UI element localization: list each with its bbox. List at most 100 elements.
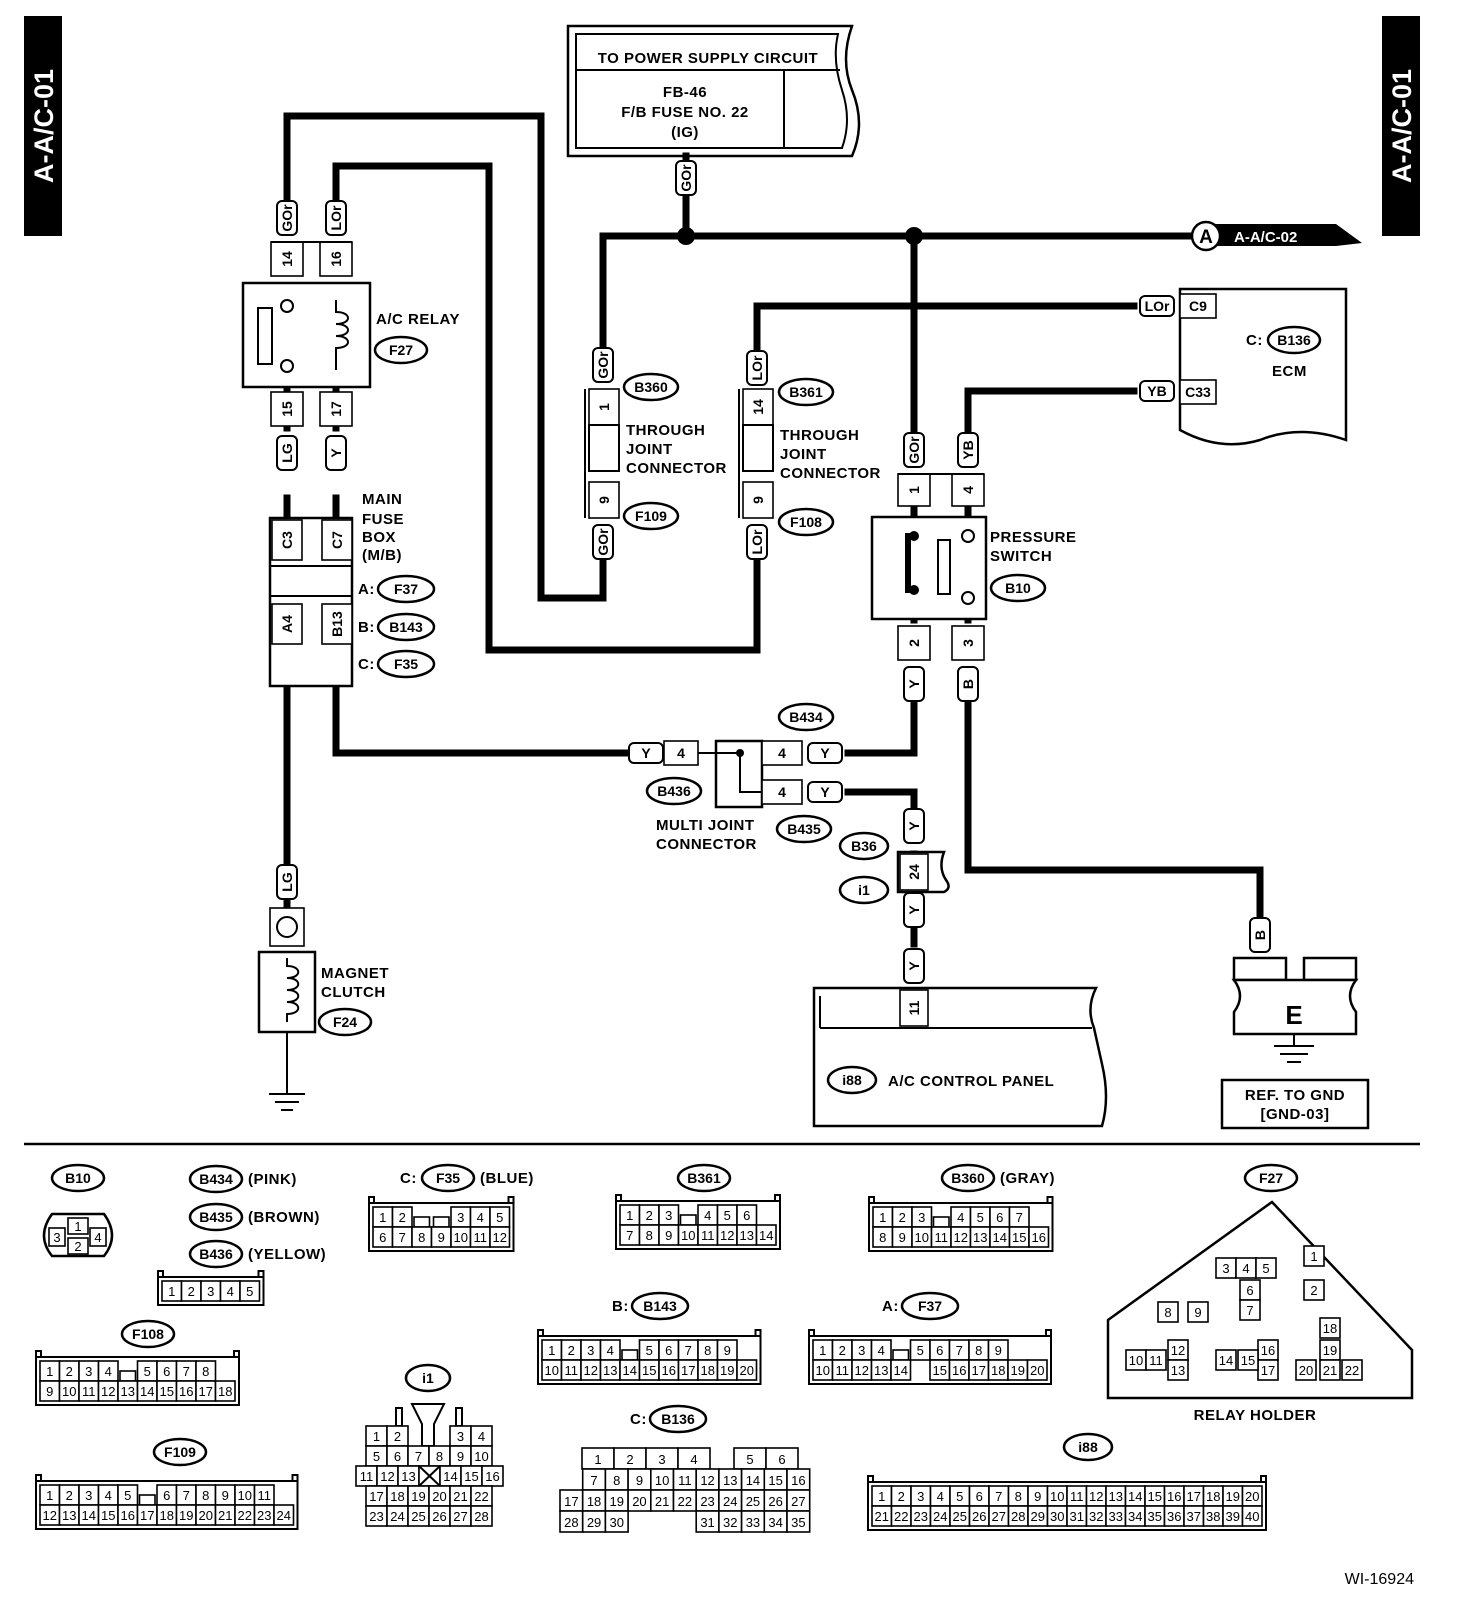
wire-tag-y-mj-left: Y	[641, 745, 651, 761]
svg-text:26: 26	[432, 1509, 446, 1524]
svg-text:15: 15	[1241, 1353, 1255, 1368]
svg-text:8: 8	[202, 1364, 209, 1379]
legend-b434-color: (PINK)	[248, 1171, 297, 1188]
svg-text:9: 9	[1034, 1489, 1041, 1504]
svg-text:35: 35	[1148, 1509, 1162, 1524]
svg-text:22: 22	[238, 1508, 252, 1523]
svg-text:6: 6	[743, 1208, 750, 1223]
svg-text:2: 2	[394, 1429, 401, 1444]
svg-text:5: 5	[373, 1449, 380, 1464]
b361-id: B361	[789, 384, 823, 400]
through-joint-b361: 14 9 B361 THROUGH JOINT CONNECTOR F108	[738, 377, 880, 537]
legend-b436-color: (YELLOW)	[248, 1246, 326, 1263]
wire-tag-lg-clutch: LG	[279, 872, 295, 892]
svg-text:5: 5	[746, 1452, 753, 1467]
svg-text:1: 1	[879, 1210, 886, 1225]
svg-text:20: 20	[632, 1494, 646, 1509]
svg-text:1: 1	[74, 1219, 81, 1234]
svg-text:17: 17	[140, 1508, 154, 1523]
svg-text:17: 17	[199, 1384, 213, 1399]
svg-text:34: 34	[768, 1515, 782, 1530]
legend-f108-id: F108	[132, 1326, 164, 1342]
svg-text:4: 4	[105, 1364, 112, 1379]
wire-tag-gor-f109: GOr	[595, 528, 611, 556]
svg-text:4: 4	[937, 1489, 944, 1504]
svg-text:13: 13	[1109, 1489, 1123, 1504]
pswitch-pin-3: 3	[960, 639, 976, 647]
wire-tag-gor-relay: GOr	[279, 204, 295, 232]
svg-text:1: 1	[168, 1284, 175, 1299]
svg-text:29: 29	[587, 1515, 601, 1530]
svg-text:16: 16	[179, 1384, 193, 1399]
svg-text:8: 8	[202, 1488, 209, 1503]
svg-text:17: 17	[681, 1363, 695, 1378]
svg-text:7: 7	[1016, 1210, 1023, 1225]
svg-text:25: 25	[746, 1494, 760, 1509]
ref-arrow-a-ac-02: A A-A/C-02	[1190, 220, 1362, 252]
side-tag-left	[24, 16, 62, 236]
svg-text:5: 5	[977, 1210, 984, 1225]
svg-text:14: 14	[1128, 1489, 1142, 1504]
svg-text:15: 15	[933, 1363, 947, 1378]
svg-text:8: 8	[1015, 1489, 1022, 1504]
fusebox-conn-a-prefix: A:	[358, 581, 375, 598]
ecm-pin-c33: C33	[1185, 384, 1211, 400]
fusebox-conn-c-id: F35	[394, 656, 418, 672]
svg-text:20: 20	[432, 1489, 446, 1504]
svg-text:15: 15	[464, 1469, 478, 1484]
mj-pin-lower: 4	[778, 784, 786, 800]
f108-id: F108	[790, 514, 822, 530]
ecm-connector-id: B136	[1277, 332, 1311, 348]
svg-text:4: 4	[704, 1208, 711, 1223]
svg-text:2: 2	[839, 1343, 846, 1358]
svg-text:23: 23	[700, 1494, 714, 1509]
svg-text:37: 37	[1187, 1509, 1201, 1524]
svg-text:24: 24	[723, 1494, 737, 1509]
svg-text:14: 14	[993, 1230, 1007, 1245]
svg-text:5: 5	[724, 1208, 731, 1223]
svg-text:4: 4	[1242, 1261, 1249, 1276]
pswitch-pin-1: 1	[906, 486, 922, 494]
svg-text:12: 12	[380, 1469, 394, 1484]
svg-text:16: 16	[1032, 1230, 1046, 1245]
ac-control-panel: 11 i88 A/C CONTROL PANEL	[812, 986, 1108, 1128]
clutch-name-2: CLUTCH	[321, 984, 386, 1001]
svg-text:11: 11	[701, 1228, 715, 1243]
svg-text:8: 8	[646, 1228, 653, 1243]
svg-text:13: 13	[62, 1508, 76, 1523]
legend-f37-id: F37	[918, 1298, 942, 1314]
svg-text:2: 2	[188, 1284, 195, 1299]
svg-text:6: 6	[778, 1452, 785, 1467]
svg-text:8: 8	[704, 1343, 711, 1358]
svg-text:2: 2	[646, 1208, 653, 1223]
svg-text:30: 30	[1050, 1509, 1064, 1524]
svg-text:3: 3	[457, 1429, 464, 1444]
svg-text:17: 17	[564, 1494, 578, 1509]
wire-tag-y-panel: Y	[906, 961, 922, 971]
svg-text:17: 17	[972, 1363, 986, 1378]
svg-text:14: 14	[894, 1363, 908, 1378]
legend-b435-id: B435	[199, 1209, 233, 1225]
svg-text:4: 4	[607, 1343, 614, 1358]
svg-text:7: 7	[399, 1230, 406, 1245]
svg-text:8: 8	[418, 1230, 425, 1245]
svg-text:16: 16	[791, 1473, 805, 1488]
svg-text:2: 2	[898, 1489, 905, 1504]
svg-text:1: 1	[379, 1210, 386, 1225]
harness-id-b36: B36	[851, 838, 877, 854]
legend-i88-id: i88	[1078, 1439, 1098, 1455]
svg-text:1: 1	[878, 1489, 885, 1504]
svg-text:6: 6	[665, 1343, 672, 1358]
svg-text:18: 18	[1206, 1489, 1220, 1504]
legend-b435-color: (BROWN)	[248, 1209, 320, 1226]
svg-text:27: 27	[791, 1494, 805, 1509]
svg-text:14: 14	[1219, 1353, 1233, 1368]
wire-tag-y-mj-lower: Y	[820, 784, 830, 800]
svg-text:10: 10	[238, 1488, 252, 1503]
svg-text:15: 15	[1148, 1489, 1162, 1504]
svg-text:20: 20	[740, 1363, 754, 1378]
b360-name-3: CONNECTOR	[626, 460, 727, 477]
